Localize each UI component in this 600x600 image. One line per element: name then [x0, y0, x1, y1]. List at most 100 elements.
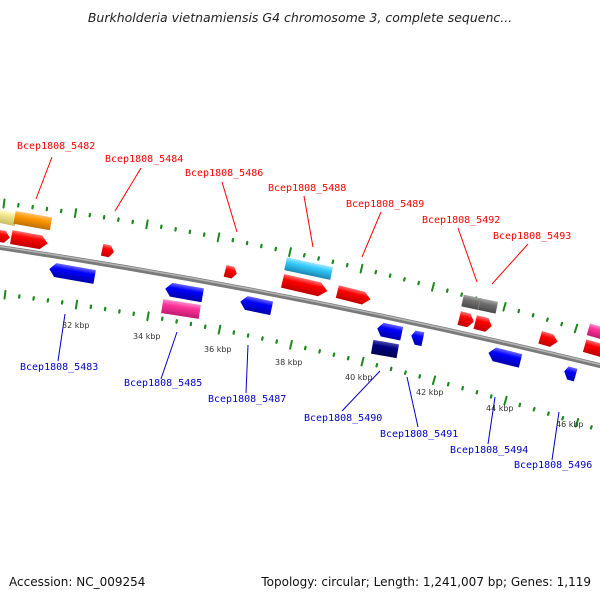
gene-label-5487[interactable]: Bcep1808_5487 [208, 394, 286, 405]
gene-label-5486[interactable]: Bcep1808_5486 [185, 168, 263, 179]
gene-feature-blue-5483[interactable] [48, 262, 96, 284]
outer-ring-major-tick [73, 208, 78, 218]
gene-feature-red-5489[interactable] [335, 285, 372, 306]
outer-ring-minor-tick [345, 262, 349, 268]
gene-feature-magenta[interactable] [586, 323, 600, 341]
inner-tick-ring [3, 289, 593, 430]
inner-ring-minor-tick [489, 394, 493, 399]
gene-feature-red-5493[interactable] [473, 315, 494, 333]
gene-label-5492[interactable]: Bcep1808_5492 [422, 215, 500, 226]
inner-ring-minor-tick [475, 390, 479, 395]
gene-feature-blue-5496[interactable] [562, 366, 578, 382]
inner-ring-minor-tick [589, 425, 593, 430]
inner-ring-minor-tick [346, 355, 350, 361]
gene-label-5493[interactable]: Bcep1808_5493 [493, 231, 571, 242]
gene-feature-red-5492[interactable] [457, 311, 476, 328]
outer-ring-minor-tick [403, 277, 406, 282]
gene-feature-magenta-5485[interactable] [161, 299, 201, 319]
inner-ring-minor-tick [375, 363, 379, 368]
outer-ring-major-tick [145, 219, 149, 230]
gene-label-5490[interactable]: Bcep1808_5490 [304, 413, 382, 424]
outer-ring-minor-tick [302, 253, 306, 258]
gene-label-5489[interactable]: Bcep1808_5489 [346, 199, 424, 210]
inner-ring-minor-tick [546, 411, 550, 416]
outer-ring-minor-tick [417, 280, 421, 286]
reverse-label-leaders [57, 313, 560, 461]
inner-ring-major-tick [3, 289, 7, 300]
gene-label-5485[interactable]: Bcep1808_5485 [124, 378, 202, 389]
inner-ring-major-tick [360, 356, 365, 367]
gene-label-5488[interactable]: Bcep1808_5488 [268, 183, 346, 194]
gene-feature-navy-5490[interactable] [370, 339, 400, 359]
gene-label-5484[interactable]: Bcep1808_5484 [105, 154, 183, 165]
outer-ring-minor-tick [531, 313, 535, 318]
gene-feature-blue-5485[interactable] [164, 282, 204, 303]
gene-feature-blue-5494[interactable] [487, 346, 523, 368]
inner-ring-minor-tick [446, 381, 450, 387]
genome-backbone-highlight [0, 245, 600, 366]
inner-ring-minor-tick [303, 345, 307, 351]
gene-feature-red[interactable] [10, 230, 49, 250]
outer-ring-major-tick [431, 282, 435, 292]
outer-ring-minor-tick [274, 246, 278, 252]
gene-feature-red-5486[interactable] [223, 264, 239, 280]
scale-labels: 32 kbp 34 kbp 36 kbp 38 kbp 40 kbp 42 kb… [62, 321, 584, 429]
inner-ring-minor-tick [561, 415, 565, 421]
inner-ring-minor-tick [275, 339, 279, 344]
inner-ring-minor-tick [418, 374, 422, 379]
inner-ring-major-tick [503, 395, 508, 406]
outer-ring-major-tick [359, 263, 364, 274]
inner-ring-minor-tick [389, 366, 393, 372]
map-title: Burkholderia vietnamiensis G4 chromosome… [87, 10, 513, 25]
outer-ring-minor-tick [517, 308, 521, 314]
gene-feature-orange-5482[interactable] [13, 210, 53, 231]
outer-ring-minor-tick [545, 317, 549, 322]
gene-feature-cyan-5488[interactable] [284, 257, 333, 280]
topology-summary: Topology: circular; Length: 1,241,007 bp… [261, 575, 591, 589]
gene-label-5496[interactable]: Bcep1808_5496 [514, 460, 592, 471]
gene-feature-khaki[interactable] [0, 208, 18, 227]
gene-label-5491[interactable]: Bcep1808_5491 [380, 429, 458, 440]
scale-label-32kbp: 32 kbp [62, 321, 90, 330]
gene-label-5483[interactable]: Bcep1808_5483 [20, 362, 98, 373]
reverse-gene-labels: Bcep1808_5483 Bcep1808_5485 Bcep1808_548… [20, 362, 592, 471]
inner-ring-minor-tick [404, 370, 407, 375]
accession-text: Accession: NC_009254 [9, 575, 146, 589]
outer-ring-minor-tick [374, 269, 378, 275]
forward-gene-labels: Bcep1808_5482 Bcep1808_5484 Bcep1808_548… [17, 141, 571, 242]
outer-ring-minor-tick [331, 259, 335, 265]
gene-feature-red[interactable] [0, 228, 11, 244]
gene-feature-blue[interactable] [410, 330, 425, 347]
inner-ring-minor-tick [332, 352, 336, 357]
inner-ring-major-tick [431, 375, 437, 386]
gene-feature-red[interactable] [538, 331, 559, 348]
scale-label-34kbp: 34 kbp [133, 332, 161, 341]
scale-label-38kbp: 38 kbp [275, 358, 303, 367]
outer-ring-major-tick [2, 198, 6, 209]
gene-feature-red-5484[interactable] [100, 243, 115, 258]
outer-ring-minor-tick [445, 288, 449, 293]
scale-label-46kbp: 46 kbp [556, 420, 584, 429]
outer-ring-major-tick [573, 323, 579, 334]
gene-feature-blue-5487[interactable] [239, 295, 274, 316]
gene-feature-red[interactable] [582, 339, 600, 358]
gene-label-5494[interactable]: Bcep1808_5494 [450, 445, 528, 456]
scale-label-40kbp: 40 kbp [345, 373, 373, 382]
inner-ring-major-tick [289, 339, 293, 350]
outer-ring-minor-tick [560, 321, 564, 327]
inner-ring-major-tick [146, 311, 150, 322]
gene-label-5482[interactable]: Bcep1808_5482 [17, 141, 95, 152]
gene-feature-blue[interactable] [376, 322, 404, 341]
forward-label-leaders [35, 156, 529, 285]
gene-feature-gray-5492[interactable] [461, 294, 499, 314]
genome-backbone [0, 244, 600, 369]
inner-ring-minor-tick [518, 402, 522, 408]
gene-feature-red-5488[interactable] [281, 274, 329, 298]
scale-label-44kbp: 44 kbp [486, 404, 514, 413]
outer-ring-minor-tick [460, 292, 463, 297]
inner-ring-minor-tick [461, 385, 464, 391]
inner-ring-major-tick [217, 324, 222, 335]
inner-ring-minor-tick [532, 407, 536, 412]
gene-features[interactable] [0, 208, 600, 382]
